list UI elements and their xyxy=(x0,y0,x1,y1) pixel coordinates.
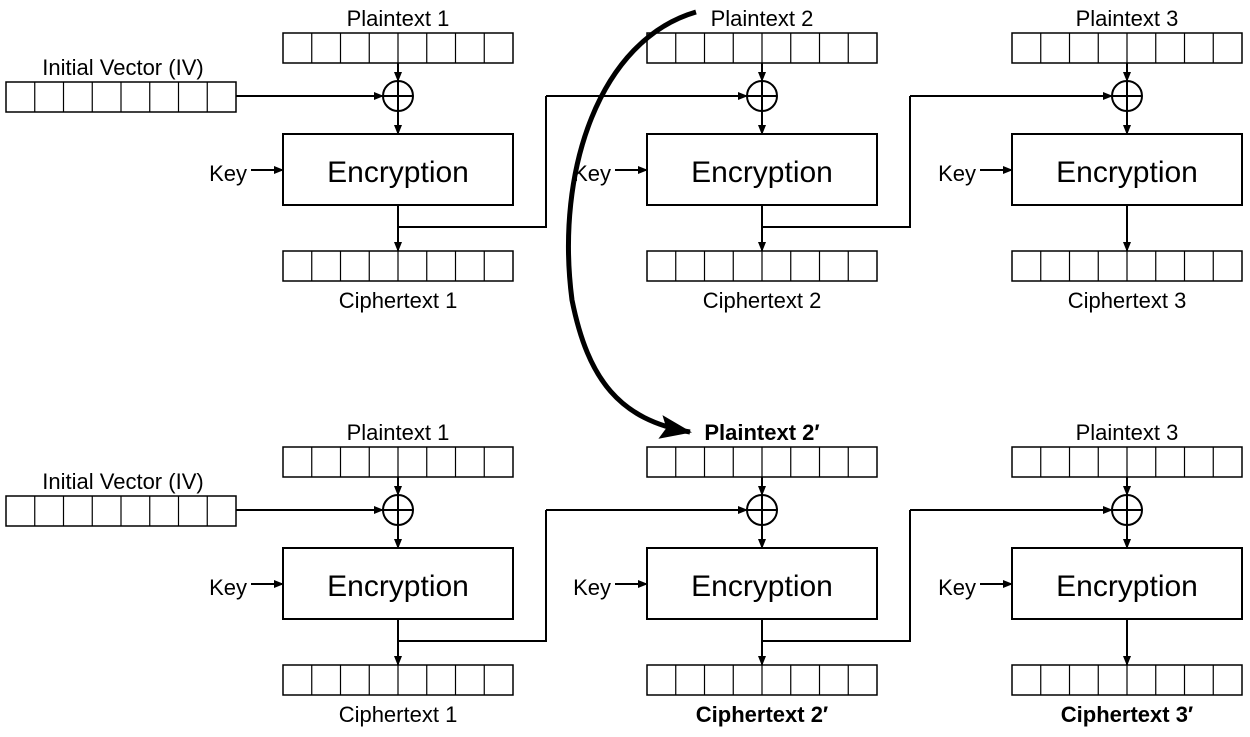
encryption-label: Encryption xyxy=(691,570,833,603)
xor-icon xyxy=(746,494,778,526)
plaintext-label: Plaintext 2 xyxy=(711,6,814,31)
cbc-row-2: Initial Vector (IV) Plaintext 1 Encryption… xyxy=(5,420,1243,727)
key-label: Key xyxy=(209,575,247,600)
ciphertext-register xyxy=(646,250,878,282)
xor-icon xyxy=(746,80,778,112)
cbc-row-1: Initial Vector (IV) Plaintext 1 Encryption… xyxy=(5,6,1243,313)
encryption-box xyxy=(282,133,514,206)
key-label: Key xyxy=(573,575,611,600)
xor-icon xyxy=(382,494,414,526)
key-label: Key xyxy=(938,161,976,186)
plaintext-register xyxy=(1011,446,1243,478)
xor-icon xyxy=(1111,80,1143,112)
xor-icon xyxy=(382,80,414,112)
ciphertext-register xyxy=(1011,250,1243,282)
plaintext-label: Plaintext 3 xyxy=(1076,6,1179,31)
encryption-label: Encryption xyxy=(1056,156,1198,189)
ciphertext-register xyxy=(282,250,514,282)
encryption-label: Encryption xyxy=(327,156,469,189)
encryption-label: Encryption xyxy=(327,570,469,603)
ciphertext-label: Ciphertext 1 xyxy=(339,288,458,313)
iv-register xyxy=(5,81,237,113)
plaintext-register xyxy=(1011,32,1243,64)
key-label: Key xyxy=(209,161,247,186)
chain-connector xyxy=(762,510,911,642)
plaintext-label: Plaintext 1 xyxy=(347,420,450,445)
plaintext-label: Plaintext 2′ xyxy=(704,420,819,445)
plaintext-label: Plaintext 1 xyxy=(347,6,450,31)
ciphertext-label: Ciphertext 2′ xyxy=(696,702,828,727)
chain-connector xyxy=(398,96,547,228)
iv-register xyxy=(5,495,237,527)
encryption-label: Encryption xyxy=(691,156,833,189)
plaintext-label: Plaintext 3 xyxy=(1076,420,1179,445)
ciphertext-register xyxy=(646,664,878,696)
plaintext-register xyxy=(282,32,514,64)
encryption-box xyxy=(1011,547,1243,620)
ciphertext-label: Ciphertext 2 xyxy=(703,288,822,313)
chain-connector xyxy=(762,96,911,228)
plaintext-register xyxy=(646,446,878,478)
plaintext-register xyxy=(282,446,514,478)
ciphertext-register xyxy=(1011,664,1243,696)
encryption-label: Encryption xyxy=(1056,570,1198,603)
iv-label: Initial Vector (IV) xyxy=(42,469,203,494)
encryption-box xyxy=(646,133,878,206)
plaintext-register xyxy=(646,32,878,64)
key-label: Key xyxy=(938,575,976,600)
modification-arrow xyxy=(565,9,697,439)
ciphertext-label: Ciphertext 3′ xyxy=(1061,702,1193,727)
chain-connector xyxy=(398,510,547,642)
ciphertext-label: Ciphertext 1 xyxy=(339,702,458,727)
diagram-rows: Initial Vector (IV) Plaintext 1 Encryption… xyxy=(5,6,1243,727)
ciphertext-label: Ciphertext 3 xyxy=(1068,288,1187,313)
ciphertext-register xyxy=(282,664,514,696)
xor-icon xyxy=(1111,494,1143,526)
iv-label: Initial Vector (IV) xyxy=(42,55,203,80)
